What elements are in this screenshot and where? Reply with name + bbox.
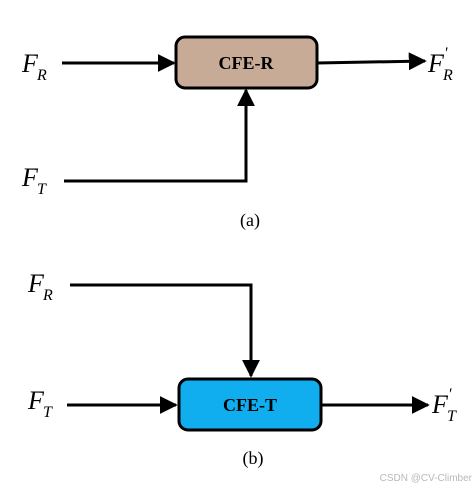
arrow-a-output xyxy=(316,52,427,71)
svg-text:': ' xyxy=(444,45,448,62)
box-cfe-t-label: CFE-T xyxy=(223,395,277,415)
svg-text:': ' xyxy=(448,386,452,403)
svg-text:R: R xyxy=(442,67,453,84)
watermark: CSDN @CV-Climber xyxy=(380,473,473,484)
svg-text:T: T xyxy=(37,181,47,198)
svg-text:F: F xyxy=(21,49,39,78)
label-b-input-top: F R xyxy=(27,269,53,304)
label-b-input-bottom: F T xyxy=(27,386,53,421)
svg-text:F: F xyxy=(427,49,445,78)
svg-text:T: T xyxy=(43,404,53,421)
svg-text:T: T xyxy=(447,408,457,425)
diagram-a: F R CFE-R F ' R F T (a) xyxy=(21,35,453,231)
label-a-input-top: F R xyxy=(21,49,47,84)
svg-text:F: F xyxy=(431,390,449,419)
caption-b: (b) xyxy=(243,448,264,469)
svg-text:F: F xyxy=(27,269,45,298)
label-a-input-bottom: F T xyxy=(21,163,47,198)
box-cfe-r-label: CFE-R xyxy=(219,53,275,73)
svg-text:R: R xyxy=(36,67,47,84)
arrow-b-input-top xyxy=(70,283,260,378)
label-a-output: F ' R xyxy=(427,45,453,84)
arrow-a-input-bottom xyxy=(64,88,255,183)
svg-text:R: R xyxy=(42,287,53,304)
diagram-b: F R F T CFE-T F ' T (b) xyxy=(27,269,457,469)
svg-text:F: F xyxy=(27,386,45,415)
svg-text:F: F xyxy=(21,163,39,192)
caption-a: (a) xyxy=(240,210,260,231)
label-b-output: F ' T xyxy=(431,386,457,425)
